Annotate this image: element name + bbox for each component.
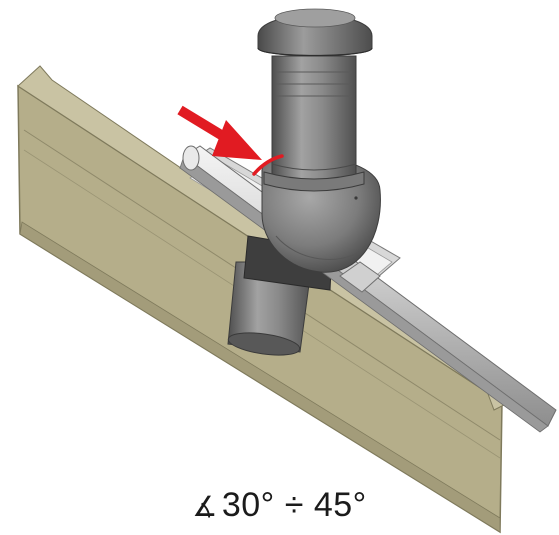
- vent-cap: [257, 8, 373, 57]
- angle-icon: ∡: [192, 490, 218, 523]
- vent-upper-pipe: [263, 55, 365, 192]
- angle-range-caption: ∡30° ÷ 45°: [0, 488, 559, 522]
- red-indicator-arrow: [177, 105, 284, 176]
- angle-range-text: 30° ÷ 45°: [221, 486, 367, 524]
